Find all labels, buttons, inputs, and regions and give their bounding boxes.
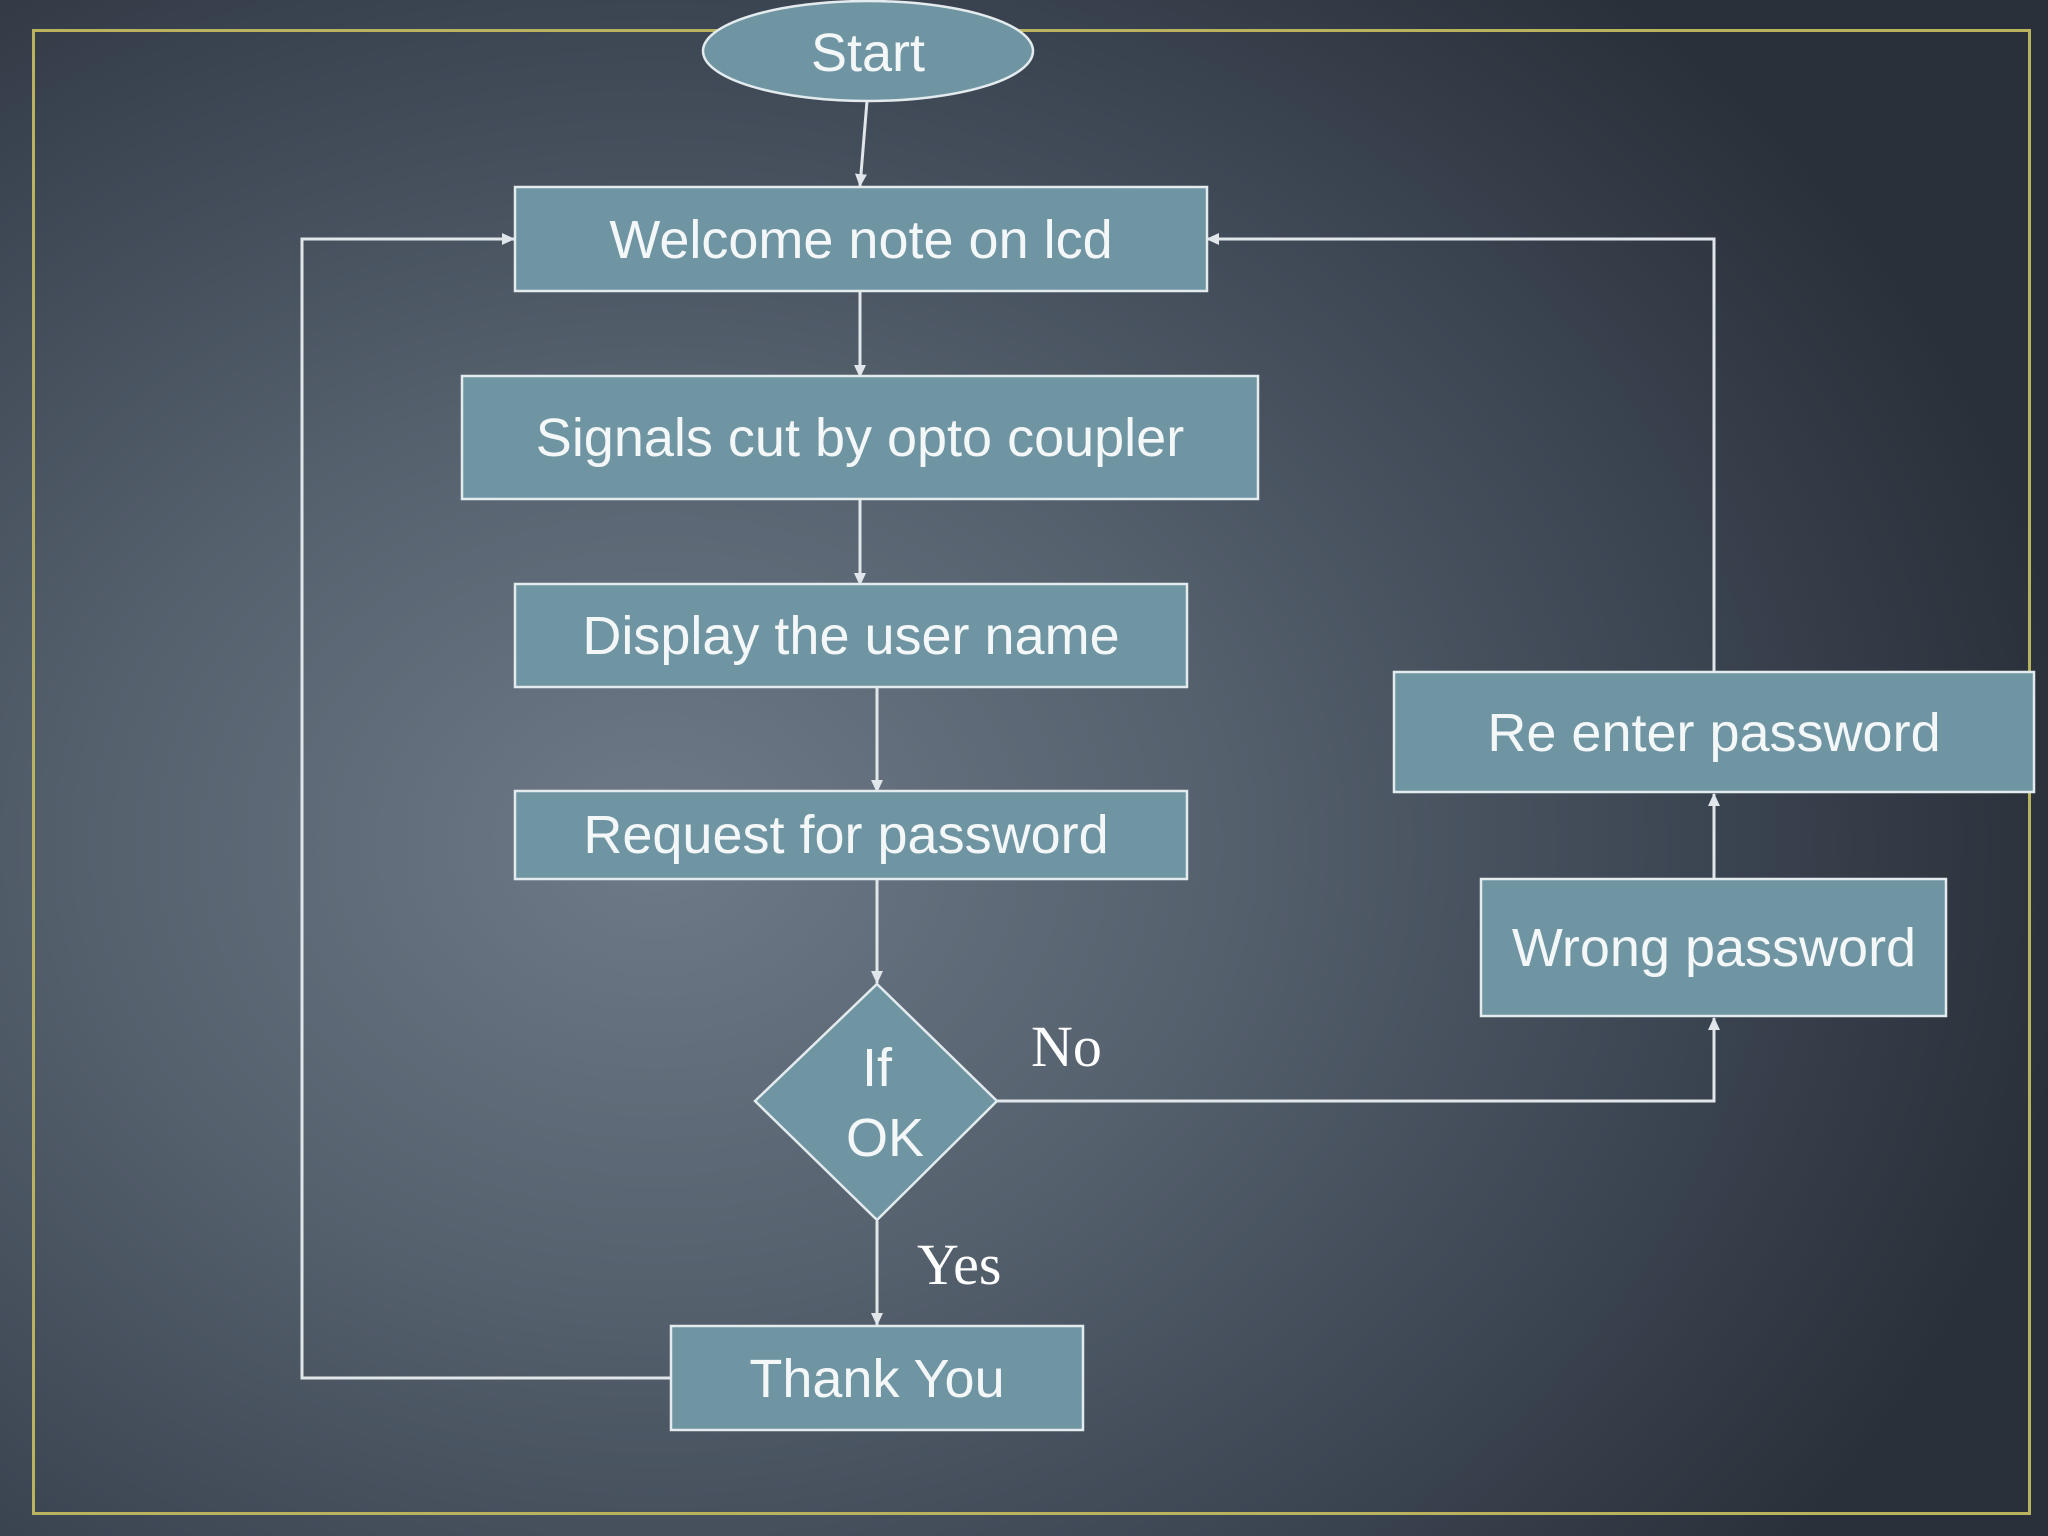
edge-reenter-to-welcome — [1206, 233, 1716, 671]
decision-label-line2: OK — [846, 1108, 924, 1168]
edge-thankyou-loop-to-welcome — [300, 233, 670, 1380]
decision-label-line1: If — [862, 1038, 893, 1098]
decision-node: If OK — [753, 982, 999, 1222]
display-label: Display the user name — [582, 606, 1119, 666]
wrong-password-label: Wrong password — [1512, 918, 1916, 978]
display-node: Display the user name — [513, 582, 1189, 689]
reenter-password-label: Re enter password — [1487, 703, 1940, 763]
thankyou-node: Thank You — [669, 1324, 1085, 1432]
welcome-node: Welcome note on lcd — [513, 185, 1209, 293]
request-node: Request for password — [513, 789, 1189, 881]
welcome-label: Welcome note on lcd — [609, 210, 1112, 270]
start-label: Start — [811, 23, 925, 83]
start-node: Start — [701, 0, 1035, 103]
edge-start-to-welcome — [855, 100, 869, 187]
reenter-password-node: Re enter password — [1392, 670, 2036, 794]
signals-node: Signals cut by opto coupler — [460, 374, 1260, 501]
edge-decision-no-to-wrong — [997, 1017, 1720, 1103]
branch-label-no: No — [1031, 1014, 1102, 1079]
branch-label-yes: Yes — [917, 1232, 1001, 1297]
wrong-password-node: Wrong password — [1479, 877, 1948, 1018]
signals-label: Signals cut by opto coupler — [536, 408, 1184, 468]
request-label: Request for password — [583, 805, 1108, 865]
connectors — [300, 100, 1720, 1380]
thankyou-label: Thank You — [749, 1349, 1004, 1409]
